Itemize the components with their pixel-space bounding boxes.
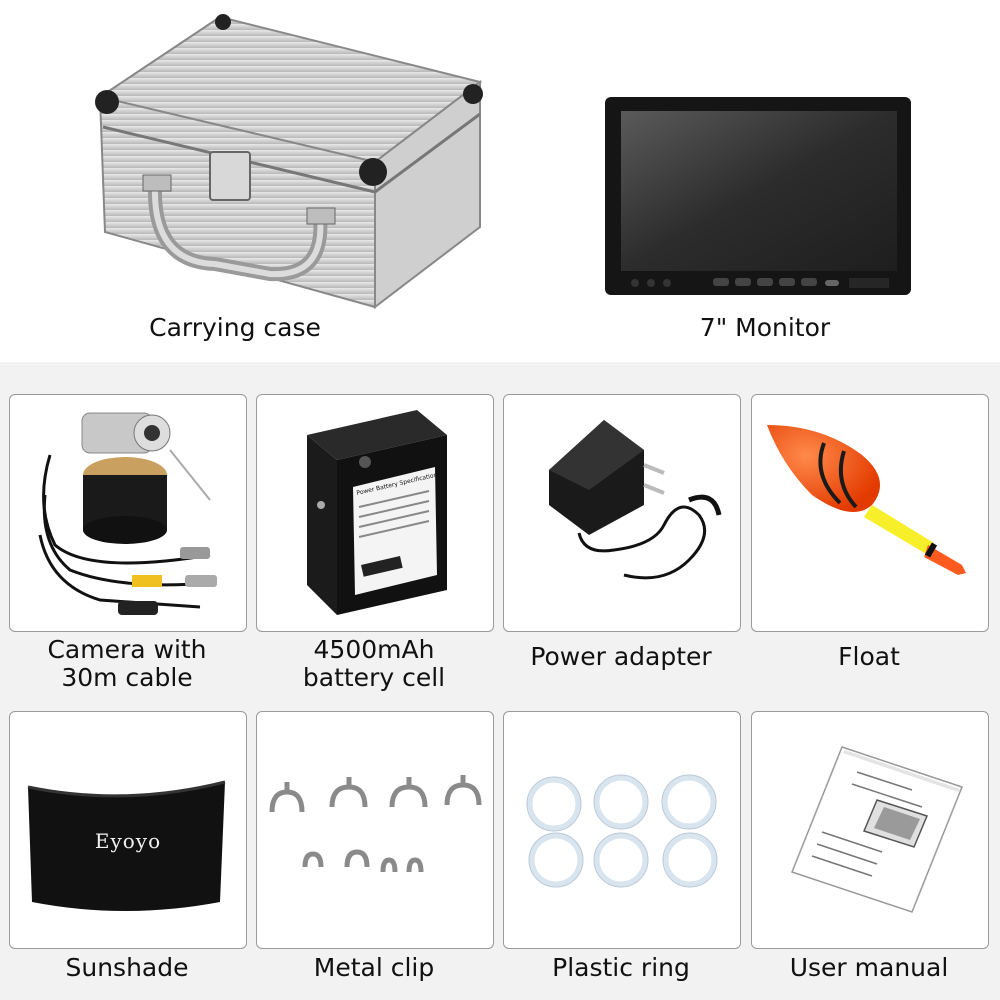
battery-card: Power Battery Specifications <box>256 394 494 632</box>
sunshade-icon: Eyoyo <box>27 780 226 911</box>
power-adapter-icon <box>549 420 722 580</box>
float-icon <box>767 425 966 575</box>
camera-caption: Camera with 30m cable <box>9 636 245 692</box>
plastic-ring-icon <box>526 774 718 888</box>
user-manual-card <box>751 711 989 949</box>
power-adapter-card <box>503 394 741 632</box>
sunshade-caption: Sunshade <box>65 953 189 982</box>
metal-clip-icon <box>269 775 482 873</box>
monitor-icon <box>605 97 911 295</box>
carrying-case-label: Carrying case <box>149 313 321 342</box>
sunshade-card: Eyoyo <box>9 711 247 949</box>
camera-caption-line1: Camera with <box>47 635 207 664</box>
camera-caption-line2: 30m cable <box>61 663 193 692</box>
sunshade-brand: Eyoyo <box>95 829 161 853</box>
carrying-case-icon <box>95 14 483 310</box>
top-section: Carrying case 7" Monitor <box>0 0 1000 362</box>
metal-clip-caption: Metal clip <box>313 953 435 982</box>
user-manual-caption: User manual <box>789 953 949 982</box>
camera-icon <box>38 412 217 615</box>
battery-caption-line2: battery cell <box>302 663 446 692</box>
plastic-ring-card <box>503 711 741 949</box>
user-manual-icon <box>791 746 963 913</box>
battery-caption: 4500mAh battery cell <box>256 636 492 692</box>
power-adapter-caption: Power adapter <box>530 642 712 671</box>
monitor-label: 7" Monitor <box>699 313 831 342</box>
metal-clip-card <box>256 711 494 949</box>
float-card <box>751 394 989 632</box>
camera-card <box>9 394 247 632</box>
float-caption: Float <box>838 642 900 671</box>
battery-caption-line1: 4500mAh <box>313 635 435 664</box>
plastic-ring-caption: Plastic ring <box>552 953 690 982</box>
battery-icon: Power Battery Specifications <box>307 410 447 615</box>
